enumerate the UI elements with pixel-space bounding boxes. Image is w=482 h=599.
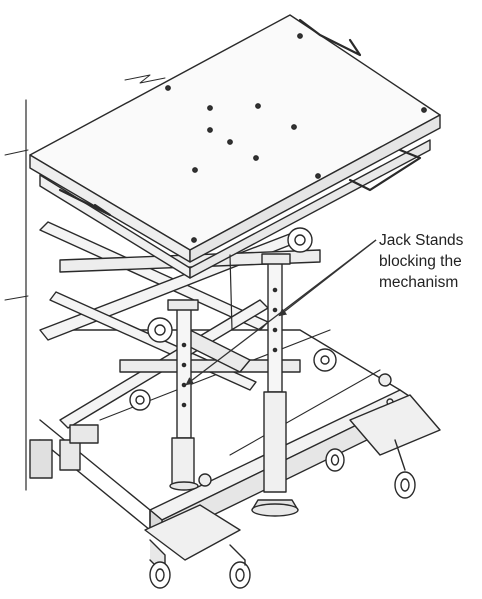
callout-line-1: Jack Stands [379, 232, 464, 249]
jack-stand-right [251, 253, 299, 517]
jack-stands-callout: Jack Stands blocking the mechanism [379, 230, 481, 293]
callout-leaders [185, 239, 377, 386]
top-platform [4, 14, 441, 301]
jack-stand-left [167, 299, 199, 491]
callout-line-3: mechanism [379, 274, 459, 291]
caster-front-left [144, 473, 251, 589]
caster-rear-right [325, 373, 441, 499]
callout-line-2: blocking the [379, 253, 462, 270]
